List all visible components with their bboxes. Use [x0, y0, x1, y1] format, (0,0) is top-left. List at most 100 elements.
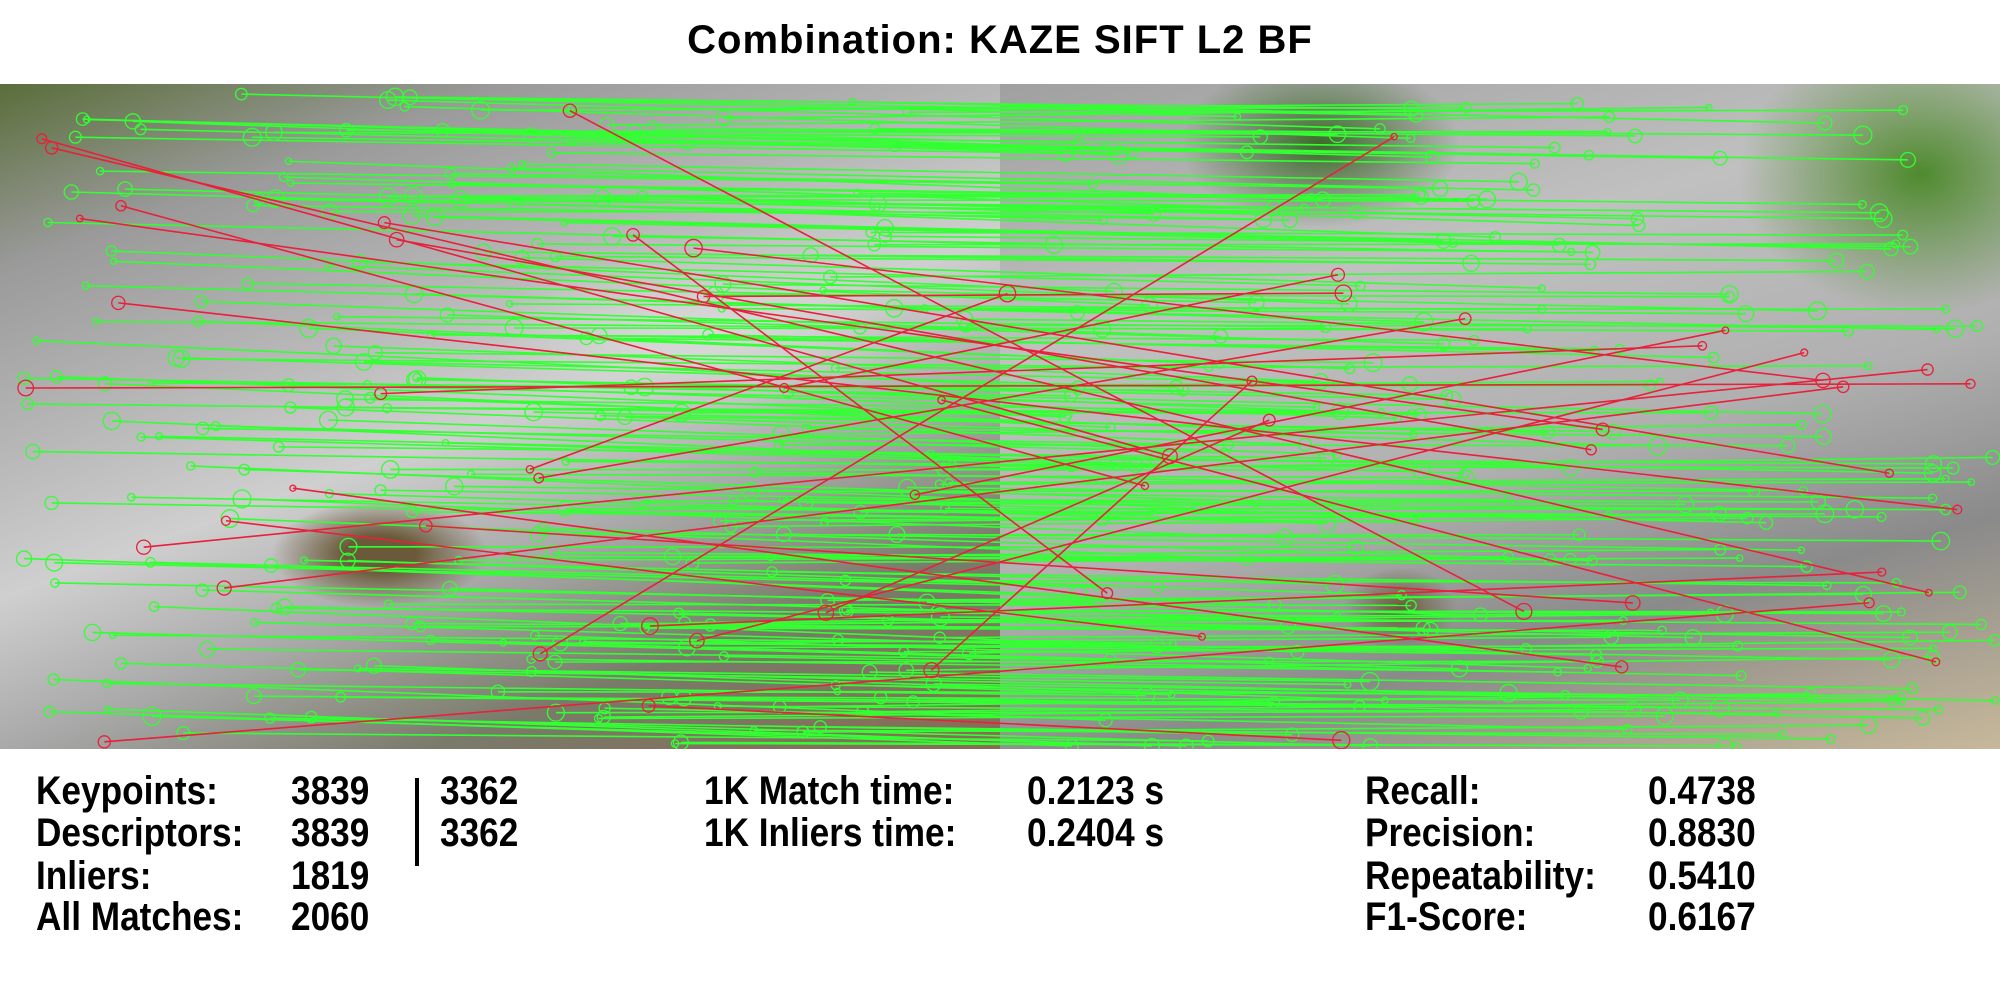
keypoint-circle: [32, 336, 41, 345]
inlier-match-line: [304, 559, 1335, 586]
keypoint-circle: [1380, 696, 1389, 705]
keypoint-circle: [1460, 101, 1472, 114]
keypoint-circle: [103, 705, 112, 714]
keypoint-circle: [1731, 741, 1742, 749]
keypoint-circle: [1737, 305, 1755, 323]
keypoint-circle: [749, 466, 761, 478]
inlier-match-line: [511, 167, 1534, 191]
keypoint-circle: [1836, 380, 1850, 394]
inlier-match-line: [329, 210, 1357, 214]
inliers-label: Inliers:: [36, 854, 152, 898]
keypoint-circle: [1890, 239, 1901, 249]
keypoint-circle: [1897, 229, 1909, 241]
inliers-value: 1819: [291, 854, 370, 898]
inlier-match-line: [375, 351, 1374, 364]
inlier-match-line: [771, 570, 1828, 587]
inlier-match-line: [869, 671, 1913, 690]
keypoint-circle: [1741, 511, 1754, 525]
inlier-match-line: [452, 183, 1488, 201]
keypoint-circle: [934, 479, 945, 490]
keypoint-circle: [830, 363, 840, 373]
keypoint-circle: [1299, 203, 1310, 214]
keypoint-circle: [641, 617, 659, 636]
keypoint-circle: [1435, 233, 1452, 249]
keypoint-circle: [1603, 127, 1612, 136]
inlier-match-line: [32, 450, 1072, 469]
keypoint-circle: [102, 411, 121, 431]
inlier-match-line: [470, 473, 1467, 479]
keypoint-circle: [1167, 690, 1176, 699]
inlier-match-line: [783, 498, 1819, 503]
keypoint-circle: [1813, 404, 1832, 424]
keypoint-circle: [1603, 111, 1616, 123]
keypoint-circle: [1854, 585, 1872, 603]
inlier-match-line: [552, 551, 1571, 561]
keypoint-circle: [318, 410, 338, 430]
keypoint-circle: [1863, 361, 1873, 371]
keypoint-circle: [1624, 595, 1641, 611]
keypoint-circle: [1143, 737, 1161, 749]
keypoint-circle: [1436, 337, 1451, 351]
keypoint-circle: [1800, 348, 1809, 357]
keypoint-circle: [402, 206, 421, 225]
keypoint-circle: [186, 461, 196, 471]
keypoint-circle: [167, 348, 186, 367]
keypoint-circle: [1967, 478, 1976, 486]
keypoint-circle: [1632, 218, 1646, 233]
outlier-match-line: [51, 147, 1929, 594]
keypoint-circle: [126, 492, 136, 502]
inlier-match-line: [555, 255, 1591, 266]
keypoint-circle: [1275, 528, 1294, 547]
keypoint-circle: [680, 135, 695, 151]
keypoint-circle: [1448, 238, 1459, 248]
inlier-match-line: [603, 708, 1634, 718]
keypoint-circle: [1413, 188, 1426, 201]
descriptors-right: 3362: [440, 811, 519, 855]
keypoint-circle: [289, 484, 297, 492]
inlier-match-line: [413, 193, 1420, 197]
keypoint-circle: [245, 688, 262, 705]
keypoint-circle: [284, 401, 297, 414]
keypoint-circle: [49, 370, 64, 384]
keypoint-circle: [552, 635, 569, 652]
inlier-match-line: [952, 464, 1954, 469]
outlier-match-line: [120, 204, 1146, 487]
keypoint-circle: [383, 599, 394, 610]
inlier-match-line: [606, 116, 1610, 126]
outlier-match-line: [143, 368, 1928, 548]
inlier-match-line: [229, 517, 1247, 560]
inlier-match-line: [521, 256, 1542, 290]
keypoint-circle: [1671, 691, 1689, 709]
keypoint-circle: [1440, 389, 1454, 402]
keypoint-circle: [532, 646, 548, 662]
keypoint-circle: [238, 463, 251, 476]
inlier-match-line: [551, 152, 1535, 165]
keypoint-circle: [923, 662, 940, 679]
outlier-match-line: [384, 221, 1890, 475]
keypoint-circle: [1952, 585, 1967, 600]
keypoint-circle: [1409, 430, 1418, 439]
keypoint-circle: [1459, 468, 1470, 479]
keypoint-circle: [419, 518, 433, 533]
keypoint-circle: [1800, 560, 1813, 573]
inlier-match-line: [810, 254, 1837, 262]
keypoint-circle: [888, 525, 906, 543]
keypoint-circle: [1796, 419, 1807, 431]
inlier-match-line: [131, 496, 1153, 516]
keypoint-circle: [365, 657, 383, 674]
keypoint-circle: [1201, 734, 1215, 748]
keypoint-circle: [1897, 697, 1906, 706]
keypoint-circle: [1924, 588, 1933, 597]
keypoint-circle: [1882, 651, 1901, 669]
keypoint-circle: [1348, 539, 1364, 555]
inlier-match-line: [95, 320, 1103, 330]
inlier-match-line: [390, 468, 1422, 471]
separator: [415, 778, 419, 866]
inlier-match-line: [176, 356, 1177, 389]
keypoint-circle: [1929, 644, 1937, 653]
inlier-match-line: [565, 507, 1609, 516]
keypoint-circle: [1262, 413, 1276, 427]
keypoint-circle: [1804, 687, 1817, 700]
keypoint-circle: [110, 257, 118, 266]
keypoint-circle: [1541, 425, 1556, 440]
